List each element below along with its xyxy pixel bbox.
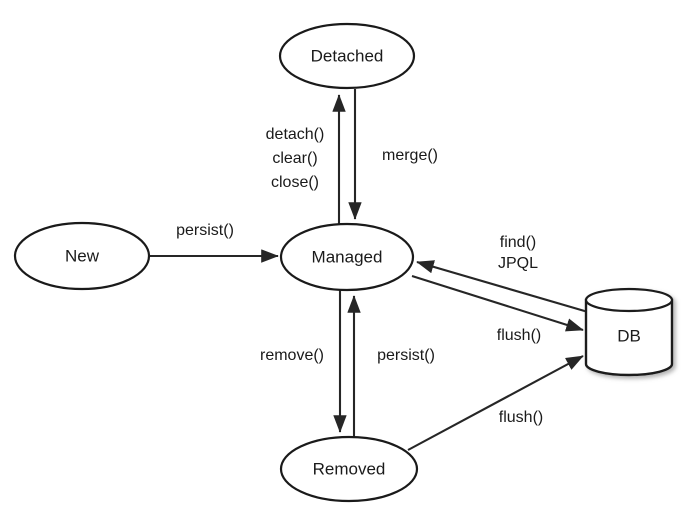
node-shape-detached[interactable] [278,22,416,90]
edge-db-to-managed: find() JPQL [416,234,589,314]
node-shape-db-top[interactable] [584,287,674,313]
node-db[interactable]: DB [584,287,674,377]
edge-label-close: close() [271,174,319,191]
edge-managed-to-removed: remove() [260,290,347,433]
edge-line-managed-to-db [411,274,584,332]
edge-label-remove: remove() [260,347,324,364]
node-shape-removed[interactable] [279,435,419,503]
node-detached[interactable]: Detached [278,22,416,90]
edge-label-flush-managed: flush() [497,327,541,344]
edge-label-jpql: JPQL [498,255,538,272]
edge-label-persist-new: persist() [176,222,234,239]
edge-detached-to-managed: merge() [348,89,438,220]
edge-label-persist-removed: persist() [377,347,435,364]
edge-label-flush-removed: flush() [499,409,543,426]
edge-label-detach: detach() [266,126,325,143]
node-label-db: DB [617,326,641,345]
node-shape-new[interactable] [13,221,151,291]
edge-removed-to-managed: persist() [347,295,435,437]
edge-managed-to-detached: detach() clear() close() [266,94,346,224]
edge-removed-to-db: flush() [407,355,584,451]
node-label-managed: Managed [312,247,383,266]
edge-new-to-managed: persist() [150,222,279,263]
node-managed[interactable]: Managed [279,222,415,292]
node-label-removed: Removed [313,459,386,478]
edge-label-find: find() [500,234,536,251]
edge-label-merge: merge() [382,147,438,164]
edge-line-removed-to-db [407,355,584,451]
node-shape-db-body[interactable] [584,298,674,377]
node-label-detached: Detached [311,46,384,65]
node-removed[interactable]: Removed [279,435,419,503]
edge-label-clear: clear() [272,150,317,167]
node-shape-managed[interactable] [279,222,415,292]
node-new[interactable]: New [13,221,151,291]
edge-managed-to-db: flush() [411,274,584,344]
node-label-new: New [65,246,100,265]
edge-line-db-to-managed [416,260,589,314]
